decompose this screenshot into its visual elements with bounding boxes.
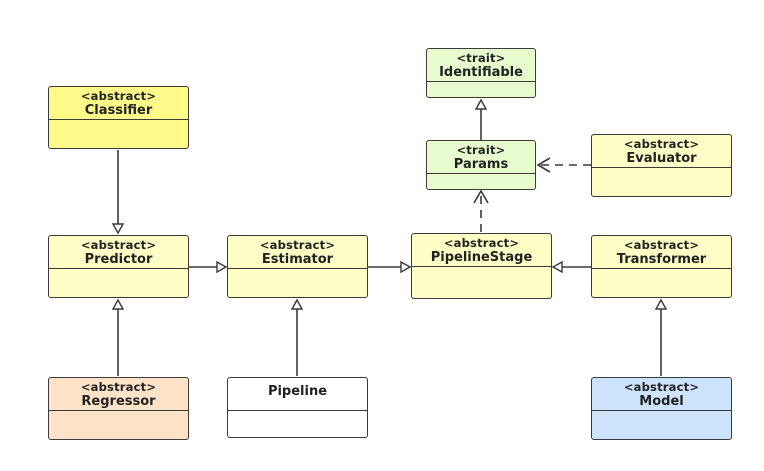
stereotype-label: <abstract> — [623, 238, 700, 252]
stereotype-label: <trait> — [456, 51, 506, 65]
class-header: <abstract> Regressor — [49, 378, 188, 411]
stereotype-label: <abstract> — [623, 137, 700, 151]
stereotype-label: <abstract> — [623, 380, 700, 394]
class-box-transformer[interactable]: <abstract> Transformer — [591, 235, 732, 298]
class-name: Transformer — [616, 252, 707, 267]
stereotype-label: <abstract> — [443, 236, 520, 250]
class-box-pipelinestage[interactable]: <abstract> PipelineStage — [411, 233, 552, 299]
class-box-estimator[interactable]: <abstract> Estimator — [227, 235, 368, 298]
class-header: <abstract> Evaluator — [592, 135, 731, 168]
stereotype-label: <trait> — [456, 143, 506, 157]
class-box-predictor[interactable]: <abstract> Predictor — [48, 235, 189, 298]
class-name: PipelineStage — [430, 250, 533, 265]
class-header: Pipeline — [228, 378, 367, 411]
stereotype-label: <abstract> — [80, 89, 157, 103]
class-box-model[interactable]: <abstract> Model — [591, 377, 732, 440]
stereotype-label: <abstract> — [80, 380, 157, 394]
class-header: <trait> Params — [427, 141, 535, 174]
class-name: Classifier — [84, 103, 153, 118]
class-box-identifiable[interactable]: <trait> Identifiable — [426, 48, 536, 98]
class-name: Pipeline — [267, 384, 328, 399]
class-header: <abstract> Classifier — [49, 87, 188, 120]
class-box-params[interactable]: <trait> Params — [426, 140, 536, 190]
class-name: Identifiable — [439, 65, 523, 80]
class-box-evaluator[interactable]: <abstract> Evaluator — [591, 134, 732, 197]
class-name: Params — [453, 157, 509, 172]
class-name: Model — [639, 394, 684, 409]
class-box-regressor[interactable]: <abstract> Regressor — [48, 377, 189, 440]
class-box-pipeline[interactable]: Pipeline — [227, 377, 368, 438]
class-name: Predictor — [84, 252, 153, 267]
class-header: <abstract> Model — [592, 378, 731, 411]
class-name: Evaluator — [626, 151, 697, 166]
class-header: <abstract> PipelineStage — [412, 234, 551, 267]
stereotype-label: <abstract> — [80, 238, 157, 252]
class-header: <abstract> Transformer — [592, 236, 731, 269]
class-header: <abstract> Estimator — [228, 236, 367, 269]
class-box-classifier[interactable]: <abstract> Classifier — [48, 86, 189, 149]
class-header: <trait> Identifiable — [427, 49, 535, 82]
class-header: <abstract> Predictor — [49, 236, 188, 269]
stereotype-label: <abstract> — [259, 238, 336, 252]
class-name: Regressor — [81, 394, 156, 409]
class-name: Estimator — [261, 252, 334, 267]
